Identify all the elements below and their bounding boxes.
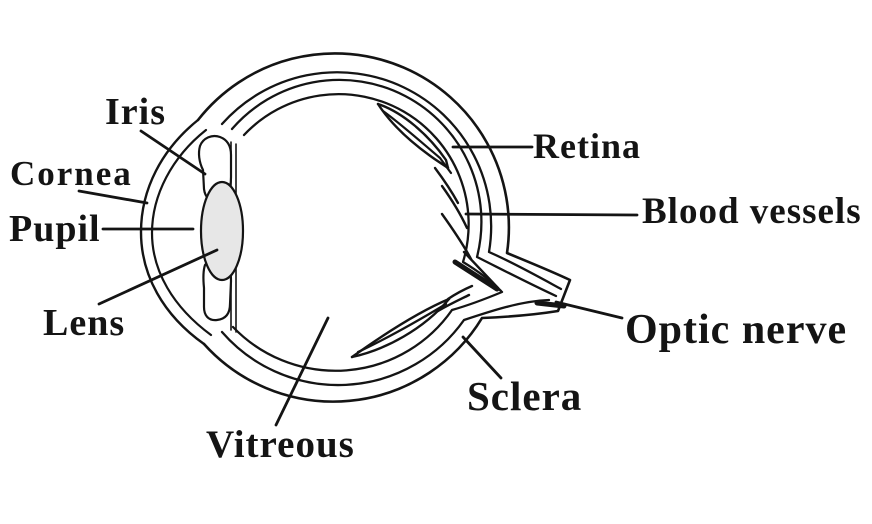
vitreous-leader-line — [274, 316, 330, 427]
vessel-upper-leaf-edge2 — [376, 102, 450, 170]
pupil-label: Pupil — [9, 208, 101, 250]
choroid-lower-line — [220, 298, 551, 387]
optic-disc-wedge — [452, 259, 500, 292]
sclera-outline — [196, 52, 572, 403]
optic-nerve-end-dash — [534, 300, 567, 309]
blood-vessels-label: Blood vessels — [642, 191, 862, 232]
lens-leader-line — [97, 248, 219, 306]
iris-label: Iris — [105, 91, 166, 133]
blood-vessels-leader-line — [464, 212, 639, 217]
retina-label: Retina — [533, 126, 641, 166]
sclera-label: Sclera — [467, 373, 582, 419]
vessel-lower-branch-1 — [446, 284, 474, 301]
vessel-branch-1 — [433, 166, 460, 205]
retina-inner-upper-line — [242, 92, 503, 293]
vitreous-label: Vitreous — [206, 423, 355, 466]
optic-nerve-leader-line — [554, 300, 624, 320]
retina-lower-line — [231, 290, 504, 372]
optic-nerve-label: Optic nerve — [625, 307, 847, 353]
vessel-lower-branch-2 — [436, 293, 471, 313]
vessel-branch-2 — [440, 184, 469, 230]
labels: Iris Cornea Pupil Lens Vitreous Retina B… — [9, 91, 862, 466]
cornea-leader-line — [77, 189, 149, 205]
retina-upper-line — [230, 78, 558, 298]
lens-shape — [199, 180, 245, 282]
cornea-label: Cornea — [10, 154, 133, 193]
blood-vessels-drawing — [350, 102, 500, 359]
iris-leader-line — [139, 129, 207, 176]
vessel-lower-leaf-rib — [356, 302, 448, 354]
vessel-branch-3 — [440, 212, 473, 261]
vessel-upper-leaf-edge1 — [376, 102, 450, 170]
choroid-upper-line — [220, 71, 563, 291]
leader-lines — [77, 129, 639, 427]
optic-disc-wedge-line — [462, 250, 500, 290]
sclera-leader-line — [461, 335, 503, 380]
lens-label: Lens — [43, 302, 125, 344]
vessel-upper-leaf-rib — [381, 109, 453, 175]
